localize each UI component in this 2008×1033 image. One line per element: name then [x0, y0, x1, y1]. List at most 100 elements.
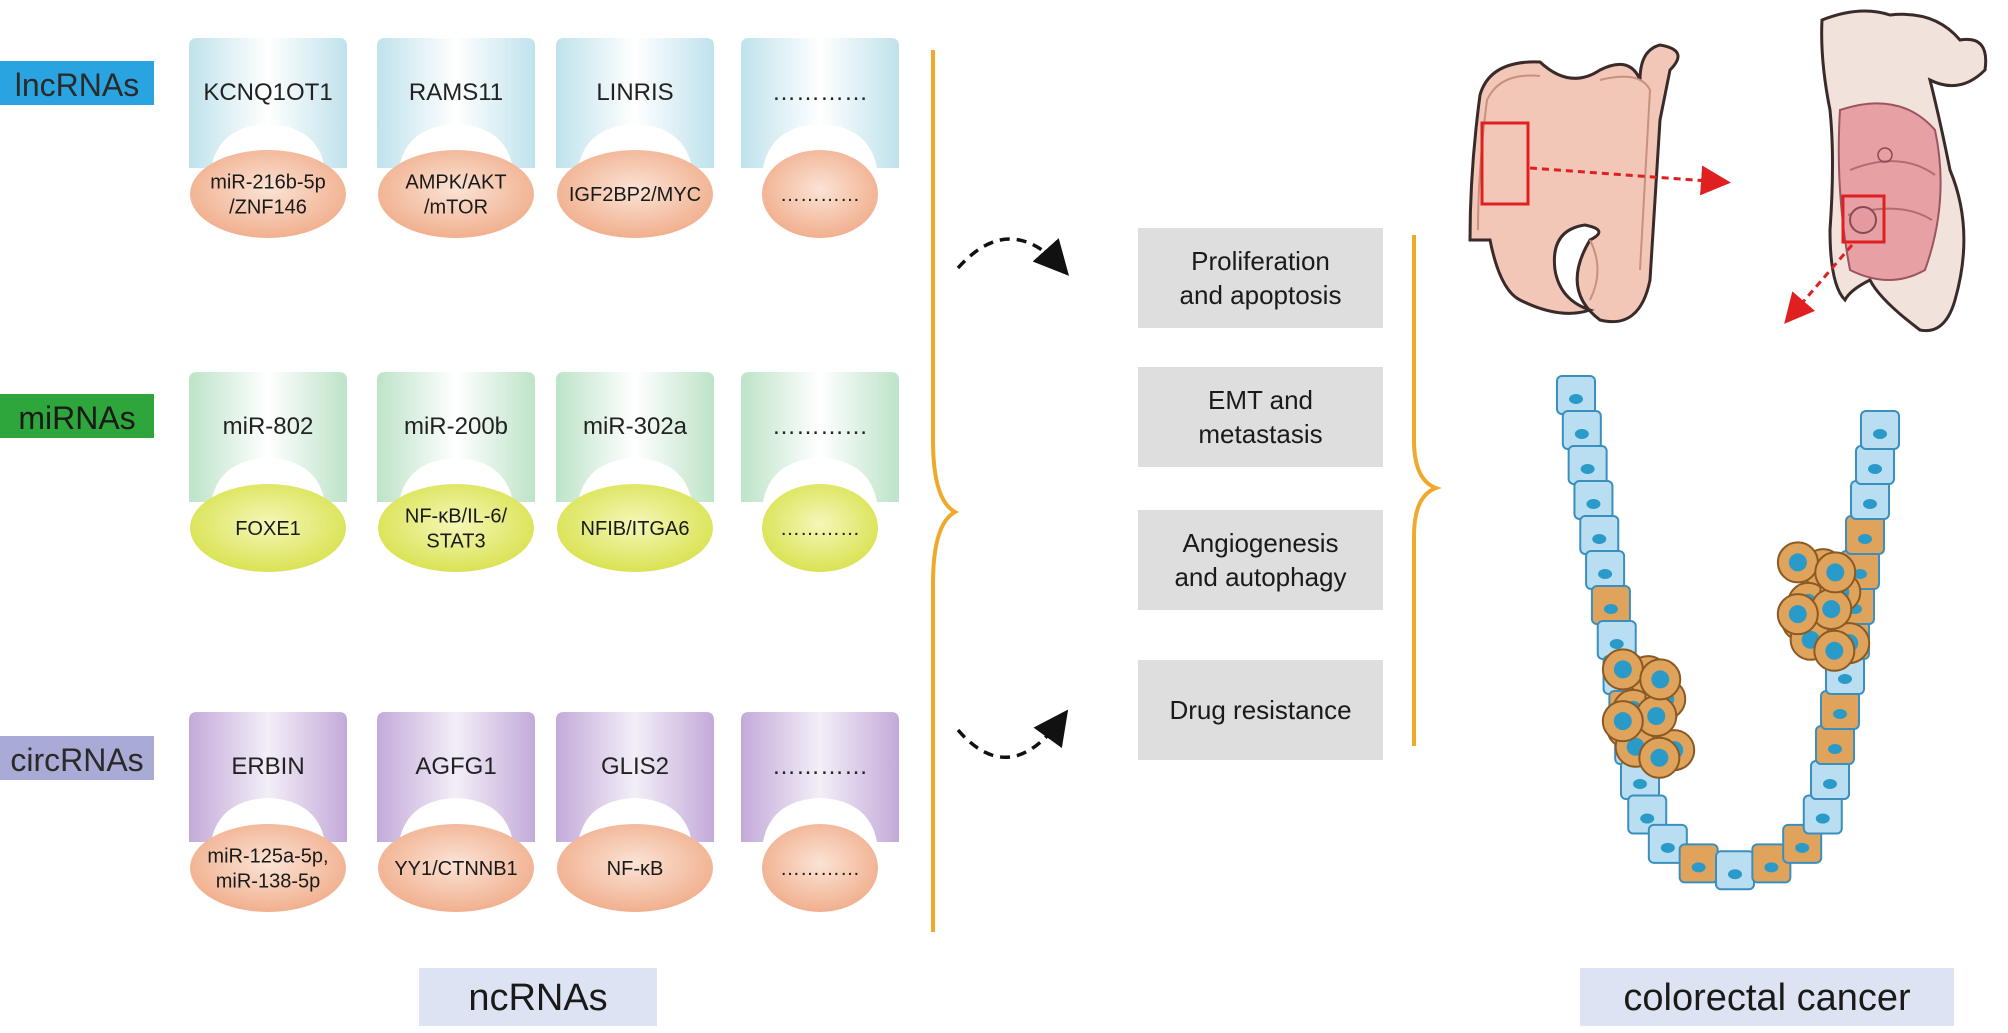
cell-nucleus: [1640, 813, 1655, 824]
ncrna-shield: [556, 372, 714, 502]
target-oval: [557, 484, 713, 572]
cell-nucleus: [1823, 779, 1837, 789]
ncrnas-footer-label: ncRNAs: [468, 977, 607, 1019]
ncrna-name: KCNQ1OT1: [203, 79, 332, 106]
outcome-label: and autophagy: [1174, 562, 1346, 592]
row-label-0: lncRNAs: [15, 67, 139, 103]
ncrna-item: KCNQ1OT1 miR-216b-5p/ZNF146: [189, 38, 347, 238]
row-label-1: miRNAs: [18, 400, 135, 436]
cell-nucleus: [1580, 464, 1595, 474]
ncrna-items: KCNQ1OT1 miR-216b-5p/ZNF146 RAMS11AMPK/AKT…: [189, 38, 899, 912]
outcome-label: and apoptosis: [1180, 280, 1342, 310]
colorectal-cancer-footer-label: colorectal cancer: [1623, 977, 1911, 1019]
target-label: YY1/CTNNB1: [394, 858, 517, 880]
cell-nucleus: [1833, 709, 1847, 719]
cell-nucleus: [1574, 429, 1589, 439]
ncrna-shield: [741, 712, 899, 842]
cell-nucleus: [1633, 779, 1647, 789]
ncrna-shield: [741, 38, 899, 168]
target-oval: [190, 484, 346, 572]
ncrna-shield: [377, 712, 535, 842]
cell-nucleus: [1853, 569, 1867, 579]
cell-nucleus: [1728, 869, 1742, 880]
target-oval: [190, 824, 346, 912]
ncrna-name: miR-302a: [583, 413, 688, 440]
right-brace: [1412, 235, 1442, 746]
tumor-nucleus: [1651, 670, 1670, 689]
cell-nucleus: [1609, 639, 1624, 649]
cell-nucleus: [1815, 813, 1830, 824]
target-label: miR-125a-5p,: [207, 846, 328, 868]
ncrna-name: RAMS11: [409, 79, 503, 106]
tumor-nucleus: [1822, 600, 1841, 619]
tumor-nucleus: [1788, 605, 1807, 624]
target-oval: [762, 150, 878, 238]
tumor-nucleus: [1825, 641, 1844, 660]
outcome-box-bg: [1138, 660, 1383, 760]
cell-nucleus: [1828, 744, 1842, 754]
cell-nucleus: [1838, 674, 1852, 684]
target-label: NF-κB: [607, 858, 664, 880]
ncrna-name: LINRIS: [596, 79, 673, 106]
target-oval: [378, 484, 534, 572]
target-oval: [378, 824, 534, 912]
opened-colon-callout-arrow: [1784, 244, 1854, 324]
ncrna-item: ……………………: [741, 372, 899, 572]
outcome-label: Angiogenesis: [1182, 528, 1338, 558]
row-label-box-1: [0, 394, 154, 438]
target-label: …………: [780, 184, 860, 206]
cell-nucleus: [1858, 534, 1872, 544]
cell-nucleus: [1598, 569, 1613, 579]
target-oval: [762, 484, 878, 572]
cell-nucleus: [1764, 862, 1779, 873]
tumor-nucleus: [1613, 660, 1632, 679]
ncrna-name: …………: [772, 413, 868, 440]
target-label: miR-216b-5p: [210, 172, 326, 194]
outcome-label: metastasis: [1198, 419, 1322, 449]
ncrna-name: …………: [772, 753, 868, 780]
cell-nucleus: [1586, 499, 1601, 509]
target-oval: [378, 150, 534, 238]
cell-nucleus: [1868, 464, 1882, 474]
ncrnas-footer-box: [419, 968, 657, 1026]
colon-callout-box: [1480, 121, 1530, 206]
ncrna-name: …………: [772, 79, 868, 106]
tumor-nucleus: [1826, 563, 1845, 582]
row-label-box-2: [0, 736, 154, 780]
target-label: /ZNF146: [229, 197, 307, 219]
outcome-box-bg: [1138, 228, 1383, 328]
outcome-label: Drug resistance: [1169, 695, 1351, 725]
target-label: STAT3: [426, 531, 485, 553]
ncrna-name: ERBIN: [231, 753, 304, 780]
outcome-box-bg: [1138, 510, 1383, 610]
lower-arrow: [956, 709, 1069, 760]
target-label: …………: [780, 858, 860, 880]
ncrna-item: ………… …………: [741, 38, 899, 238]
left-brace: [931, 50, 960, 932]
outcome-box: Drug resistance: [1138, 660, 1383, 760]
ncrna-shield: [377, 372, 535, 502]
ncrna-shield: [189, 38, 347, 168]
upper-arrow: [956, 237, 1070, 276]
target-oval: [557, 150, 713, 238]
outcome-box-bg: [1138, 367, 1383, 467]
colon-callout-arrow: [1529, 165, 1731, 196]
ncrna-name: miR-200b: [404, 413, 508, 440]
cell-nucleus: [1691, 862, 1706, 873]
colorectal-cancer-footer-box: [1580, 968, 1954, 1026]
ncrna-name: AGFG1: [415, 753, 496, 780]
ncrna-shield: [741, 372, 899, 502]
ncrna-shield: [189, 712, 347, 842]
tumor-nucleus: [1613, 712, 1632, 731]
ncrna-name: GLIS2: [601, 753, 669, 780]
